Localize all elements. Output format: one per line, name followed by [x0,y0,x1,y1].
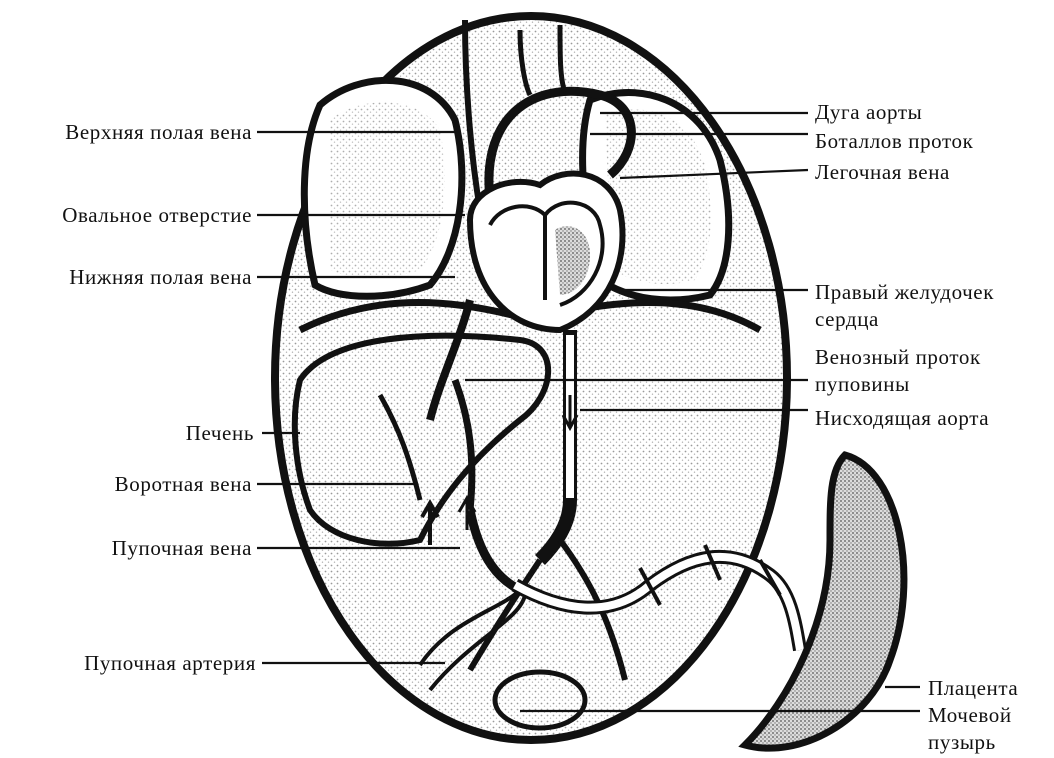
bladder [495,672,585,728]
label-umbilical-vein: Пупочная вена [0,536,252,560]
label-aortic-arch: Дуга аорты [815,100,922,124]
label-right-ventricle-line2: сердца [815,307,879,331]
label-inferior-vena-cava: Нижняя полая вена [0,265,252,289]
label-umbilical-artery: Пупочная артерия [0,651,256,675]
label-superior-vena-cava: Верхняя полая вена [0,120,252,144]
label-foramen-ovale: Овальное отверстие [0,203,252,227]
label-liver: Печень [0,421,254,445]
label-ductus-venosus-line1: Венозный проток [815,345,981,369]
label-ductus-arteriosus: Боталлов проток [815,129,973,153]
label-bladder-line2: пузырь [928,730,996,754]
label-pulmonary-vein: Легочная вена [815,160,950,184]
label-descending-aorta: Нисходящая аорта [815,406,989,430]
label-right-ventricle-line1: Правый желудочек [815,280,994,304]
lung-shading-left [330,102,445,277]
label-ductus-venosus-line2: пуповины [815,372,910,396]
label-placenta: Плацента [928,676,1018,700]
label-bladder-line1: Мочевой [928,703,1012,727]
label-portal-vein: Воротная вена [0,472,252,496]
